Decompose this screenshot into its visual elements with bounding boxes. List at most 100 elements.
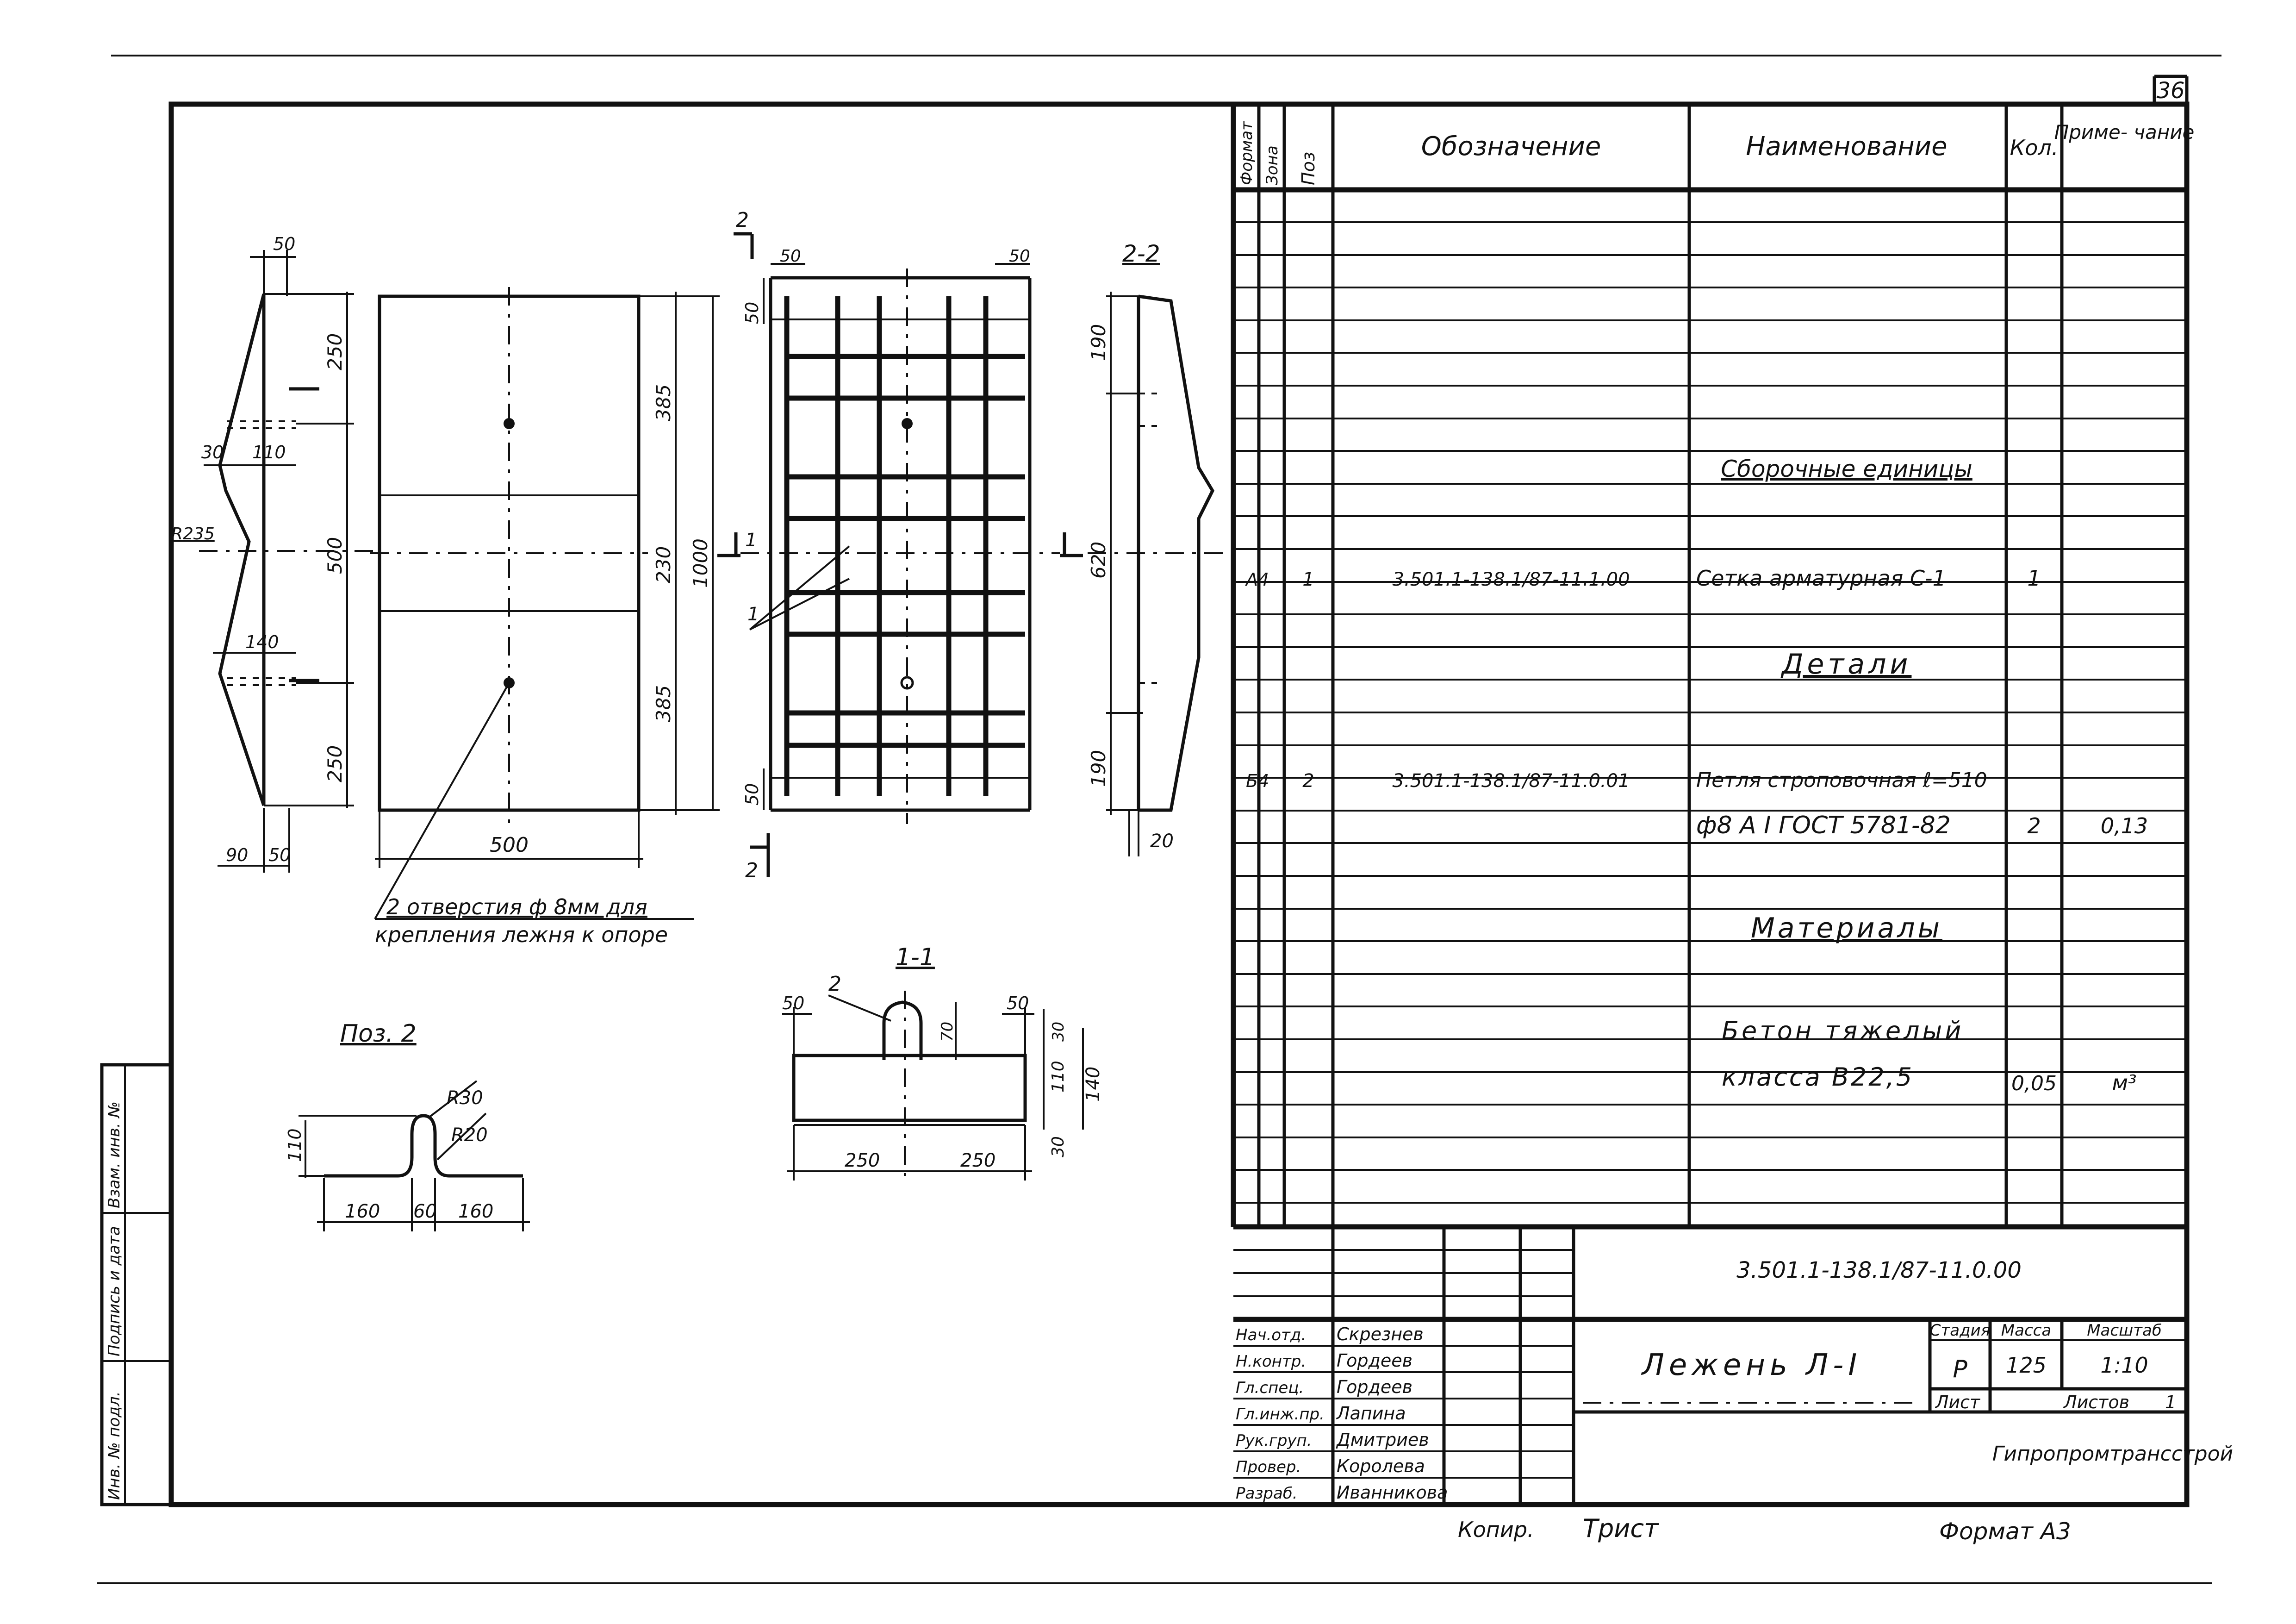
side-stamp-sign: Подпись и дата: [105, 1226, 124, 1356]
header-zone: Зона: [1263, 145, 1282, 185]
staff-name: Гордеев: [1337, 1350, 1412, 1371]
staff-role: Гл.инж.пр.: [1236, 1405, 1325, 1424]
s11-dim-110: 110: [1049, 1061, 1068, 1093]
scale-value: 1:10: [2100, 1353, 2148, 1378]
pos2-dim-r20: R20: [451, 1124, 488, 1146]
mesh-cut-1-left: 1: [745, 530, 757, 551]
plan-view: 385 230 385 1000 500 2 отверстия ф 8мм д…: [370, 287, 720, 947]
staff-name: Иванникова: [1337, 1482, 1448, 1503]
header-designation: Обозначение: [1421, 131, 1601, 162]
s11-dim-70: 70: [938, 1022, 957, 1042]
section-1-1-title: 1-1: [896, 943, 935, 971]
plan-dim-h3: 385: [652, 685, 675, 722]
staff-name: Гордеев: [1337, 1377, 1412, 1397]
mesh-view: 1 2 2 1 50 50 50 50: [717, 208, 1083, 882]
pos2-dim-w3: 160: [458, 1201, 493, 1222]
s11-dim-140: 140: [1083, 1067, 1104, 1102]
staff-role: Рук.груп.: [1236, 1431, 1312, 1450]
side-dim-top: 50: [273, 234, 295, 254]
row1-name: Сетка арматурная С-1: [1696, 566, 1946, 591]
mesh-cut-2-bottom: 2: [745, 859, 758, 882]
note-holes-line2: крепления лежня к опоре: [375, 922, 668, 947]
staff-role: Гл.спец.: [1236, 1379, 1304, 1397]
pos2-dim-w1: 160: [345, 1201, 380, 1222]
header-note: Приме- чание: [2054, 121, 2195, 144]
section-details: Детали: [1780, 648, 1912, 681]
stage-value: Р: [1953, 1355, 1967, 1383]
side-dim-h2: 500: [324, 537, 346, 574]
pos2-dim-r30: R30: [447, 1087, 483, 1109]
header-qty: Кол.: [2010, 135, 2059, 160]
side-dim-h1: 250: [324, 333, 346, 370]
header-name: Наименование: [1746, 131, 1947, 162]
side-dim-140: 140: [245, 632, 279, 652]
mesh-cut-2-top: 2: [736, 208, 749, 232]
mesh-dim-top-right: 50: [1009, 247, 1030, 266]
note-holes-line1: 2 отверстия ф 8мм для: [386, 894, 647, 919]
plan-dim-width: 500: [490, 833, 529, 857]
pos2-dim-w2: 60: [413, 1201, 437, 1222]
side-dim-30: 30: [201, 442, 224, 462]
s22-dim-b: 20: [1150, 831, 1174, 852]
s11-dim-30b: 30: [1049, 1136, 1068, 1157]
sheets-label: Листов: [2063, 1392, 2129, 1412]
doc-code: 3.501.1-138.1/87-11.0.00: [1736, 1257, 2022, 1283]
s11-dim-w2: 250: [960, 1150, 996, 1171]
staff-name: Королева: [1337, 1456, 1425, 1476]
mesh-dim-top-left: 50: [742, 302, 762, 324]
s22-dim-h2: 620: [1087, 542, 1110, 579]
row3-name: ф8 А I ГОСТ 5781-82: [1696, 812, 1951, 839]
side-dim-110: 110: [252, 442, 286, 462]
copy-signature: Трист: [1583, 1514, 1659, 1543]
plan-dim-h1: 385: [652, 384, 675, 421]
section-materials: Материалы: [1751, 912, 1942, 944]
s11-dim-30: 30: [1049, 1022, 1068, 1042]
row1-format: А4: [1244, 569, 1269, 590]
row2-name: Петля строповочная ℓ=510: [1696, 768, 1987, 792]
staff-role: Разраб.: [1236, 1484, 1298, 1503]
header-pos: Поз: [1298, 152, 1319, 185]
copy-label: Копир.: [1458, 1517, 1534, 1542]
row1-designation: 3.501.1-138.1/87-11.1.00: [1392, 569, 1630, 590]
row5-qty: 0,05: [2011, 1072, 2057, 1095]
row2-pos: 2: [1302, 770, 1314, 792]
row5-name: класса В22,5: [1722, 1062, 1914, 1092]
row2-designation: 3.501.1-138.1/87-11.0.01: [1392, 770, 1630, 792]
side-stamp-replace: Взам. инв. №: [105, 1101, 124, 1208]
s11-dim-right: 50: [1007, 993, 1029, 1013]
side-dim-radius: R235: [171, 525, 215, 543]
hole-upper: [504, 418, 515, 429]
row1-pos: 1: [1302, 569, 1314, 590]
s22-dim-h1: 190: [1087, 324, 1110, 361]
s11-pos-label: 2: [828, 972, 841, 996]
staff-name: Скрезнев: [1337, 1324, 1424, 1344]
s11-dim-left: 50: [782, 993, 804, 1013]
sheet-label: Лист: [1935, 1392, 1981, 1412]
row5-note: м³: [2112, 1070, 2136, 1095]
row4-name: Бетон тяжелый: [1722, 1016, 1964, 1045]
section-2-2-title: 2-2: [1122, 240, 1160, 267]
mass-value: 125: [2006, 1353, 2047, 1378]
spec-table: Формат Зона Поз Обозначение Наименование…: [1231, 104, 2195, 1227]
mesh-dim-bottom-left: 50: [742, 783, 762, 806]
row3-note: 0,13: [2101, 813, 2148, 838]
section-2-2-view: 2-2 190 620 190 20: [1087, 240, 1226, 856]
side-dim-h3: 250: [324, 745, 346, 782]
row3-qty: 2: [2027, 813, 2041, 838]
stage-label: Стадия: [1930, 1321, 1990, 1340]
plan-dim-h2: 230: [652, 546, 675, 583]
side-profile-view: 50 250 500 250 30 110 R235 140 90 50: [171, 234, 380, 873]
drawing-frame: [168, 101, 2190, 1507]
format-label: Формат А3: [1939, 1518, 2071, 1545]
section-assembly: Сборочные единицы: [1721, 456, 1972, 482]
s22-dim-h3: 190: [1087, 750, 1110, 787]
staff-role: Нач.отд.: [1236, 1326, 1306, 1344]
section-1-1-view: 1-1 2 50 50 70 30 110 30 140 250 250: [782, 943, 1104, 1181]
doc-title: Лежень Л-I: [1641, 1348, 1862, 1382]
scale-label: Масштаб: [2087, 1321, 2162, 1340]
pos-2-view: Поз. 2 110 R30 R20 160 60 160: [285, 1020, 530, 1231]
organization: Гипропромтрансстрой: [1992, 1442, 2233, 1466]
row2-format: Б4: [1246, 771, 1269, 791]
side-dim-90: 90: [226, 845, 248, 865]
